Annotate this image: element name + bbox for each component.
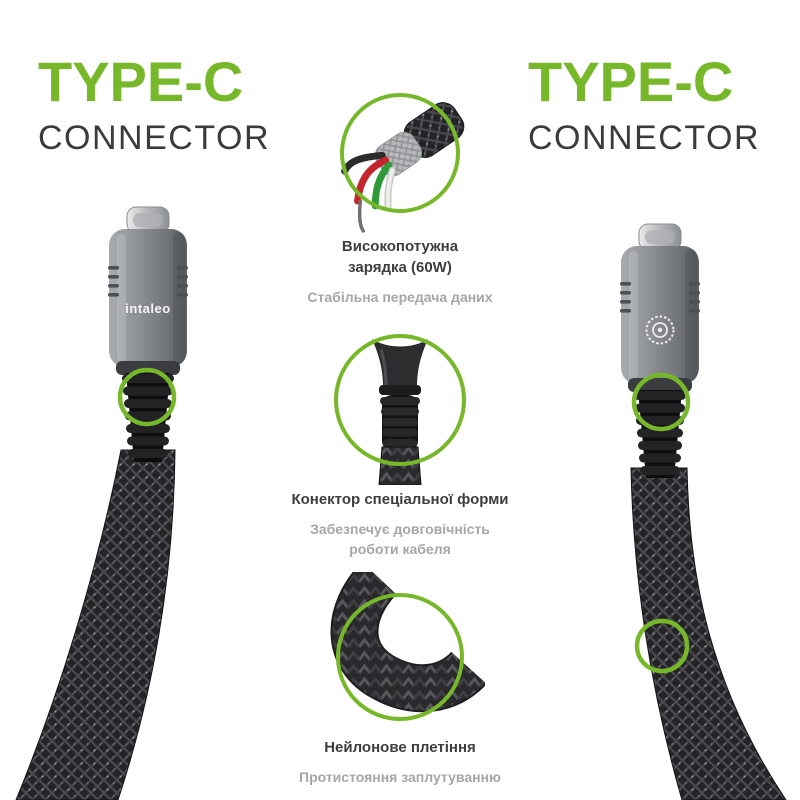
right-cable (630, 467, 787, 800)
left-connector-tip-slot (133, 213, 163, 227)
highlight-circle-left-connector (117, 367, 177, 427)
green-wire (371, 161, 393, 210)
strain-relief-graphic (372, 339, 428, 485)
red-wire (354, 156, 390, 205)
header-right: TYPE-C CONNECTOR (528, 54, 760, 158)
right-connector-tip-slot (645, 230, 675, 244)
highlight-circle-right-braid (634, 618, 690, 674)
feature1-subtitle: Стабільна передача даних (307, 289, 493, 305)
feature3-subtitle: Протистояння заплутуванню (299, 769, 501, 785)
highlight-circle-right-connector (631, 372, 691, 432)
cross-section-graphic (341, 102, 465, 233)
right-strain-relief (634, 390, 686, 478)
cable-cross-section-photo (340, 93, 465, 233)
right-connector-grip-ribs (620, 282, 700, 313)
right-typec-connector (620, 223, 700, 478)
header-left-subtitle: CONNECTOR (38, 119, 270, 157)
intaleo-logo-icon (645, 315, 675, 345)
feature-nylon-braid: Нейлонове плетіння Протистояння заплутув… (250, 737, 550, 787)
right-connector-highlight (629, 251, 638, 379)
brand-text: intaleo (125, 301, 170, 316)
inner-wires (341, 151, 396, 233)
feature2-title: Конектор спеціальної форми (291, 491, 509, 508)
feature-power-charging: Високопотужна зарядка (60W) Стабільна пе… (250, 236, 550, 307)
strain-relief-photo (334, 334, 466, 485)
nylon-braid-photo (330, 572, 485, 721)
left-connector-body (109, 229, 187, 367)
left-connector-shadow (173, 232, 185, 364)
header-right-subtitle: CONNECTOR (528, 119, 760, 157)
feature1-title: Високопотужна зарядка (60W) (341, 238, 459, 276)
left-connector-grip-ribs (108, 266, 188, 297)
right-connector-body (621, 246, 699, 384)
feature-connector-shape: Конектор спеціальної форми Забезпечує до… (250, 489, 550, 559)
left-cable (15, 449, 176, 800)
left-strain-relief (122, 373, 174, 462)
callout1-green-ring (340, 93, 460, 213)
callout3-green-ring (336, 593, 464, 721)
feature2-subtitle: Забезпечує довговічність роботи кабеля (310, 521, 490, 557)
black-wire (341, 151, 386, 175)
header-right-title: TYPE-C (528, 50, 734, 113)
left-connector-highlight (117, 234, 126, 362)
callout2-green-ring (334, 334, 466, 466)
right-connector-shadow (685, 249, 697, 381)
feature3-title: Нейлонове плетіння (324, 739, 476, 756)
header-left: TYPE-C CONNECTOR (38, 54, 270, 158)
header-left-title: TYPE-C (38, 50, 244, 113)
left-typec-connector: intaleo (108, 206, 188, 462)
